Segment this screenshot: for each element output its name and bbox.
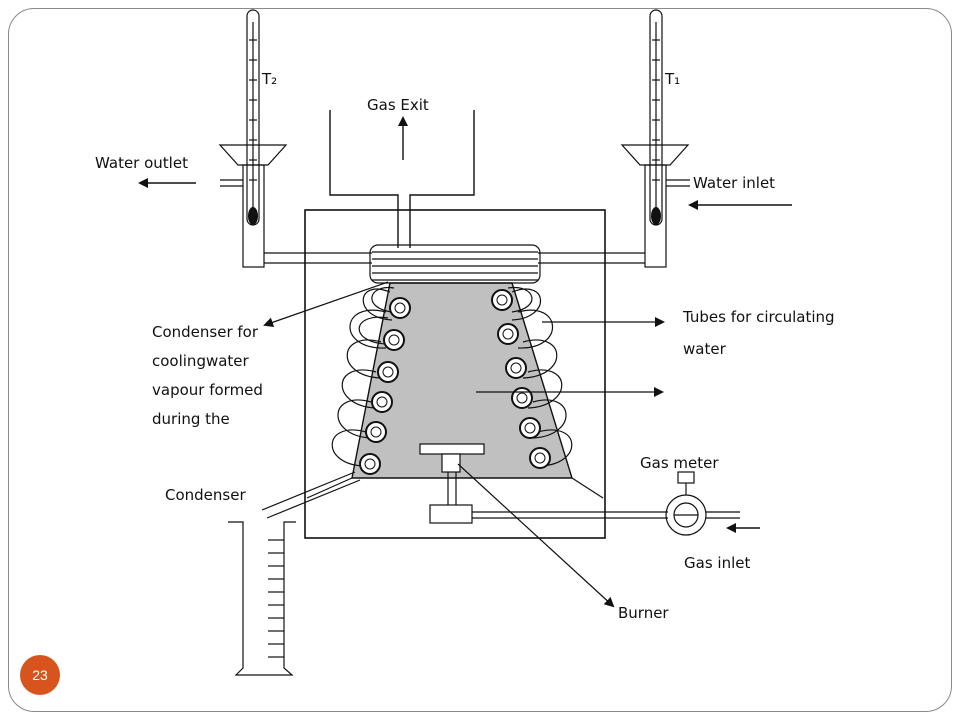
label-gas-meter: Gas meter <box>640 454 719 472</box>
water-tube-left <box>264 252 372 264</box>
left-coil-ring-cores <box>364 302 406 470</box>
condenser-pointer-arrow <box>263 281 389 328</box>
label-gas-inlet: Gas inlet <box>684 554 750 572</box>
chamber-base <box>306 477 604 499</box>
outer-box <box>304 209 606 539</box>
label-cooling-water: coolingwater <box>152 352 250 370</box>
label-t1: T₁ <box>664 70 680 88</box>
right-coil-tubes <box>507 286 573 467</box>
water-tube-right <box>538 252 645 264</box>
right-coil-ring-cores <box>496 294 546 464</box>
label-burner: Burner <box>618 604 669 622</box>
label-t2: T₂ <box>261 70 277 88</box>
label-condenser: Condenser <box>165 486 246 504</box>
burner <box>419 443 668 524</box>
thermometer-t2 <box>218 9 288 268</box>
gas-meter <box>665 471 740 536</box>
top-condenser-coil <box>369 244 541 284</box>
measuring-cylinder <box>228 521 296 676</box>
page-number: 23 <box>32 667 48 683</box>
label-water-inlet: Water inlet <box>693 174 775 192</box>
label-tubes-line1: Tubes for circulating <box>682 308 835 326</box>
label-tubes-line2: water <box>683 340 727 358</box>
label-during-the: during the <box>152 410 230 428</box>
thermometer-t1 <box>620 9 690 268</box>
thermometer-t2-bulb <box>248 207 258 225</box>
gas-exit-chimney <box>329 110 475 248</box>
label-water-outlet: Water outlet <box>95 154 188 172</box>
page-number-badge: 23 <box>20 655 60 695</box>
label-condenser-for: Condenser for <box>152 323 259 341</box>
thermometer-t1-bulb <box>651 207 661 225</box>
burner-pointer-arrow <box>457 463 615 608</box>
left-coil-tubes <box>331 286 395 467</box>
label-vapour-formed: vapour formed <box>152 381 263 399</box>
condensate-tube <box>261 471 361 519</box>
label-gas-exit: Gas Exit <box>367 96 429 114</box>
